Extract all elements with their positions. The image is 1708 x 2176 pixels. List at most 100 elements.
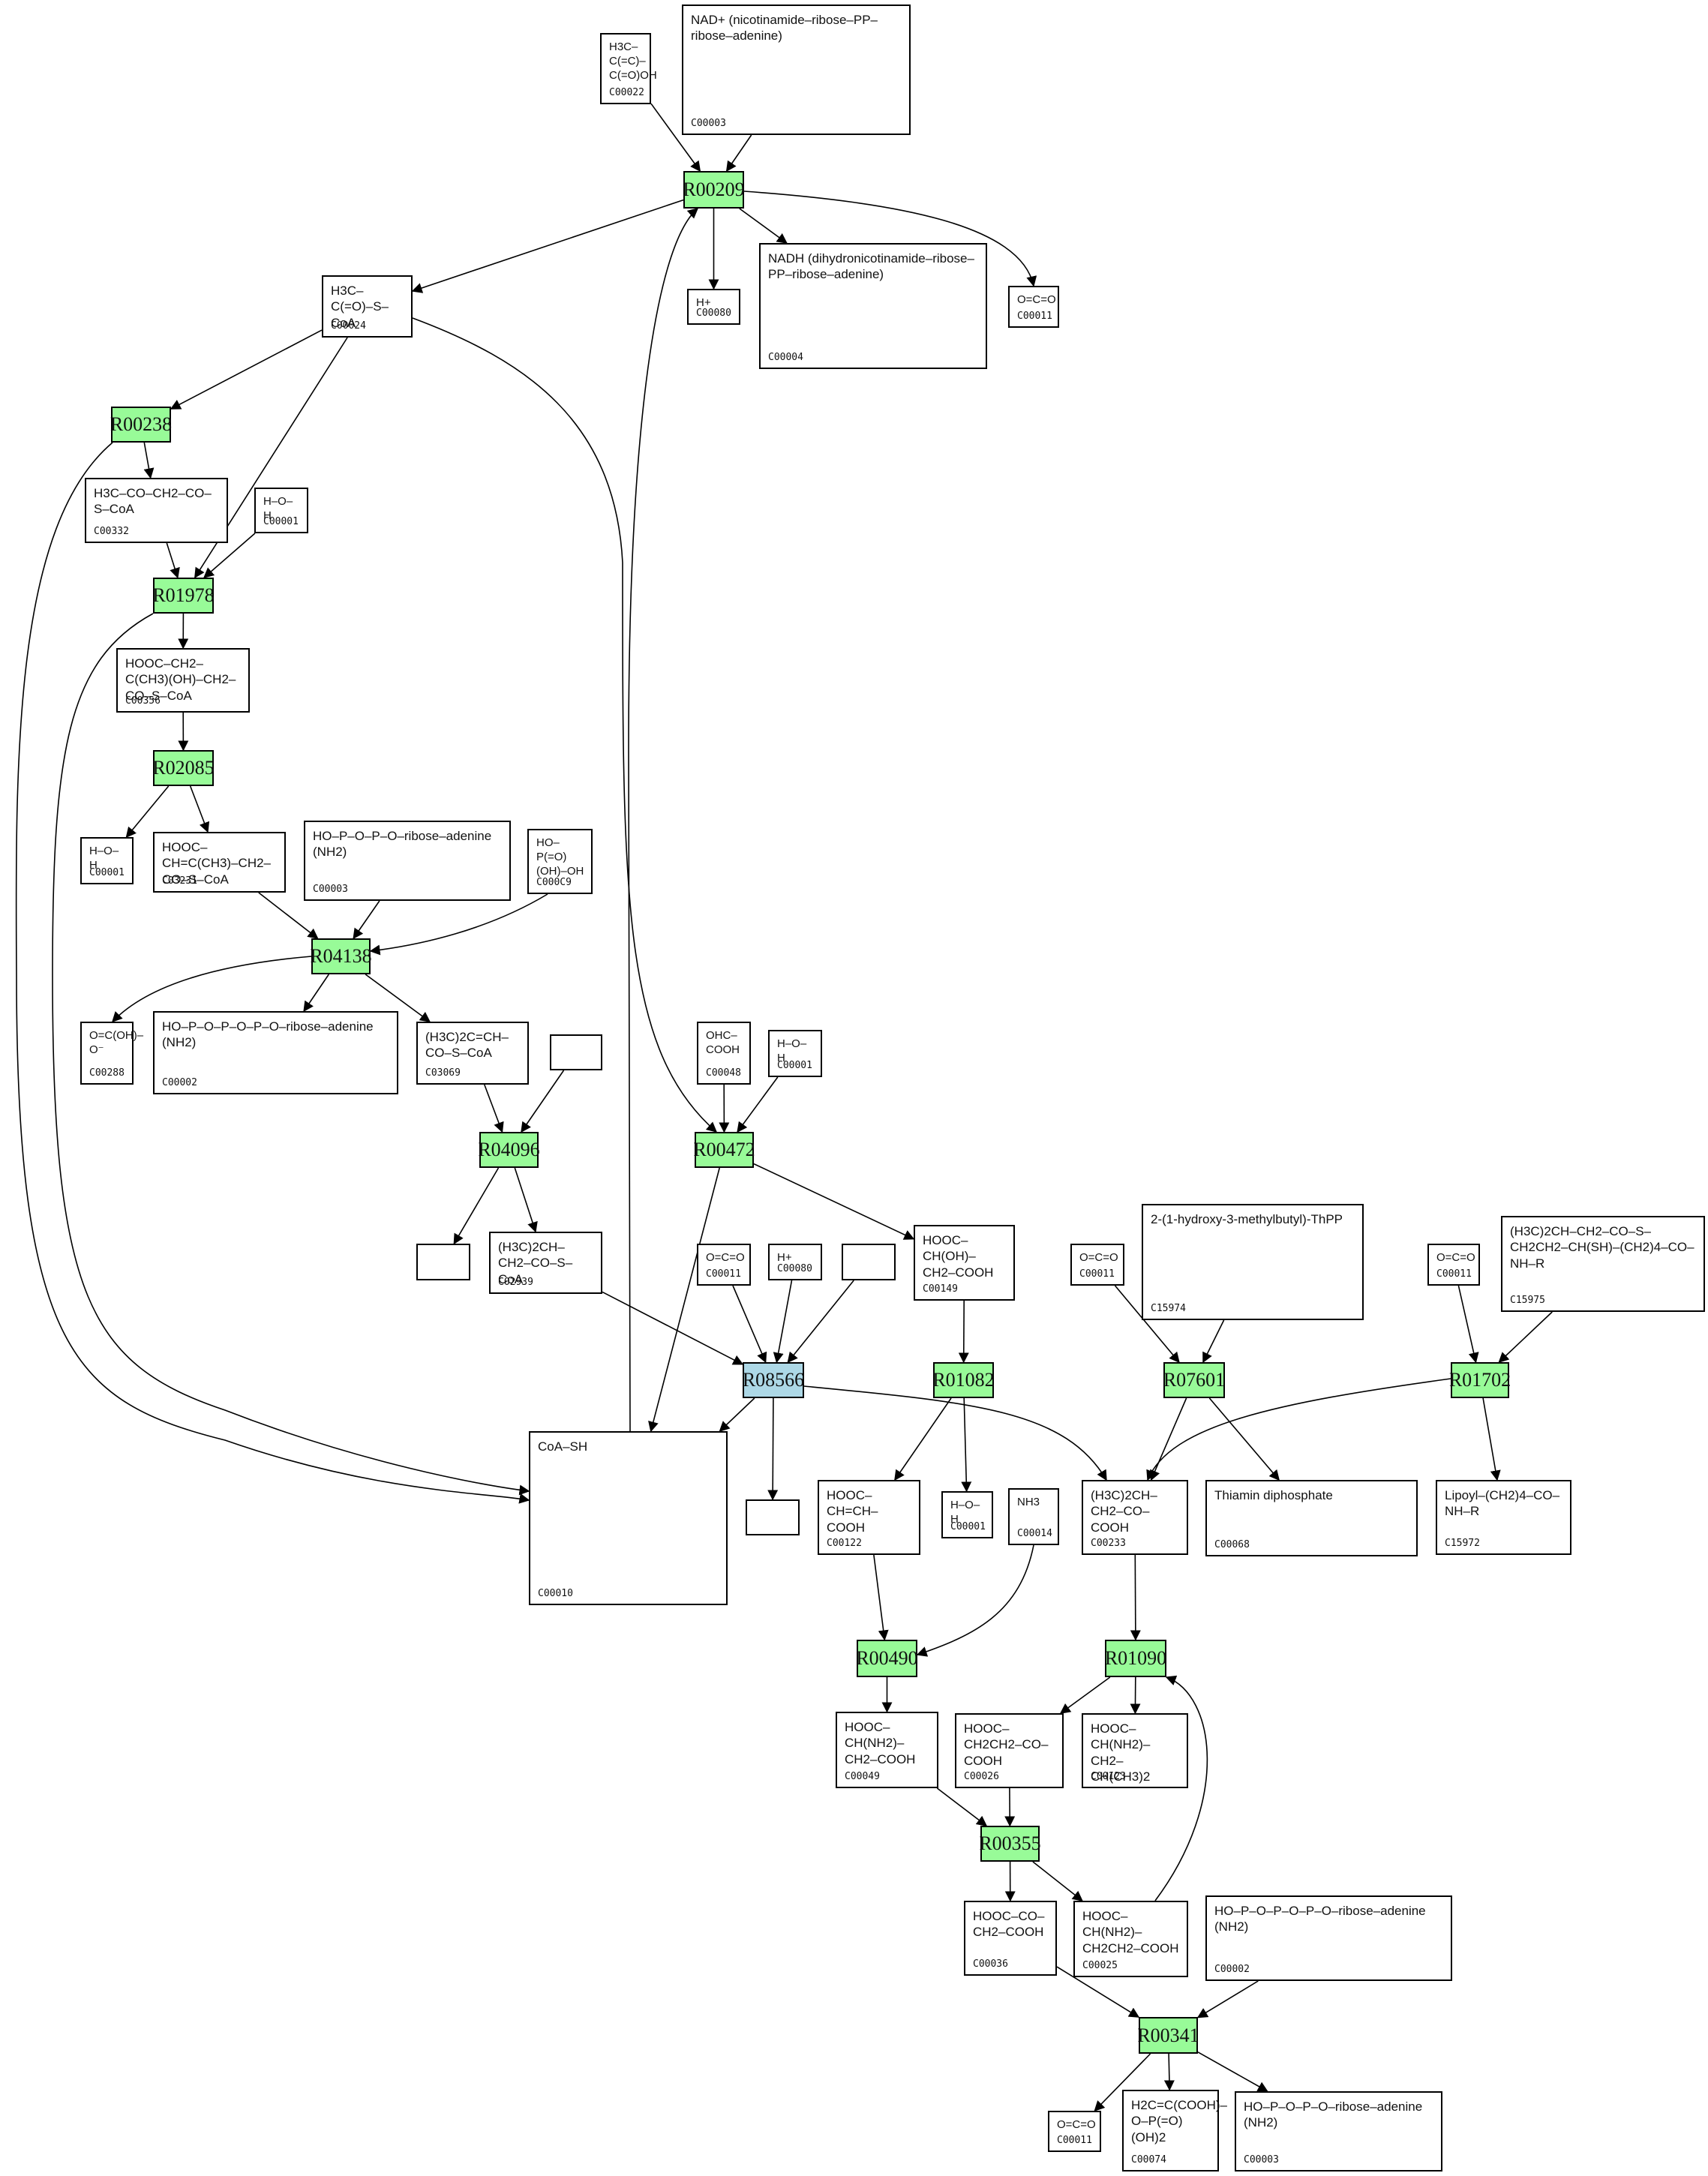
compound-node-c00002[interactable]: HO–P–O–P–O–P–O–ribose–adenine (NH2)C0000… (1205, 1895, 1452, 1981)
compound-node-c00004[interactable]: NADH (dihydronicotinamide–ribose–PP–ribo… (759, 243, 987, 369)
compound-node-empty[interactable] (842, 1244, 896, 1280)
edge-c233-to-R01090 (1130, 1554, 1141, 1641)
edge-R00238-to-c10 (15, 442, 530, 1504)
compound-node-empty[interactable] (550, 1034, 602, 1070)
compound-node-c00002[interactable]: HO–P–O–P–O–P–O–ribose–adenine (NH2)C0000… (153, 1011, 398, 1094)
edge-c2b-to-R00341 (1196, 1980, 1259, 2018)
compound-id-label: C02939 (498, 1277, 533, 1288)
structure-formula: NH3 (1017, 1496, 1040, 1508)
reaction-node-r00472[interactable]: R00472 (693, 1132, 755, 1168)
structure-formula: 2-(1-hydroxy-3-methylbutyl)-ThPP (1151, 1212, 1343, 1226)
compound-node-c00122[interactable]: HOOC–CH=CH–COOH C00122 (818, 1480, 920, 1555)
structure-formula: O=C=O (1079, 1251, 1118, 1264)
compound-id-label: C00001 (89, 867, 125, 878)
reaction-node-r02085[interactable]: R02085 (152, 750, 215, 786)
reaction-node-r00341[interactable]: R00341 (1137, 2017, 1199, 2054)
compound-node-c00288[interactable]: O=C(OH)–O⁻C00288 (80, 1022, 143, 1085)
reaction-node-r04096[interactable]: R04096 (478, 1132, 540, 1168)
compound-id-label: C00080 (777, 1263, 812, 1274)
reaction-node-r00238[interactable]: R00238 (110, 407, 172, 443)
compound-id-label: C00011 (1436, 1268, 1472, 1280)
edge-R04138-to-c288 (112, 956, 312, 1023)
reaction-node-r00355[interactable]: R00355 (979, 1826, 1041, 1862)
structure-formula: Lipoyl–(CH2)4–CO–NH–R (1445, 1488, 1560, 1519)
edge-c49-to-R00355 (936, 1787, 988, 1826)
compound-node-c00003[interactable]: HO–P–O–P–O–ribose–adenine (NH2)C00003 (1235, 2091, 1442, 2171)
edge-c3top-to-R00209 (725, 134, 752, 173)
structure-formula: (H3C)2CH–CH2–CO–COOH (1091, 1488, 1157, 1535)
compound-node-c00080[interactable]: H+C00080 (687, 289, 740, 325)
compound-node-c00080[interactable]: H+C00080 (768, 1244, 822, 1280)
reaction-node-r01082[interactable]: R01082 (932, 1362, 995, 1398)
reaction-node-r08566[interactable]: R08566 (743, 1362, 804, 1398)
structure-formula: HO–P–O–P–O–ribose–adenine (NH2) (313, 829, 492, 860)
edge-c14-to-R00490 (916, 1544, 1034, 1657)
compound-id-label: C00011 (1057, 2135, 1092, 2146)
reaction-node-r07601[interactable]: R07601 (1163, 1362, 1225, 1398)
edge-c2939-to-R08566 (602, 1291, 744, 1365)
structure-formula: HO–P–O–P–O–ribose–adenine (NH2) (1244, 2099, 1423, 2130)
compound-id-label: C00149 (923, 1283, 958, 1295)
compound-id-label: C00122 (827, 1538, 862, 1549)
compound-id-label: C00004 (768, 352, 803, 363)
edge-R01082-to-c122 (894, 1397, 952, 1481)
compound-id-label: C00014 (1017, 1528, 1052, 1539)
structure-formula: HOOC–CH2CH2–CO–COOH (964, 1721, 1049, 1768)
reaction-node-r00490[interactable]: R00490 (856, 1640, 918, 1677)
structure-formula: O=C=O (1436, 1251, 1475, 1264)
edge-R08566-to-c233 (803, 1385, 1107, 1481)
reaction-node-r01090[interactable]: R01090 (1105, 1640, 1166, 1677)
compound-node-empty[interactable] (416, 1244, 470, 1280)
compound-node-c00003[interactable]: HO–P–O–P–O–ribose–adenine (NH2)C00003 (304, 821, 511, 901)
compound-node-c00003[interactable]: NAD+ (nicotinamide–ribose–PP–ribose–aden… (682, 5, 911, 135)
structure-formula: HO–P–O–P–O–P–O–ribose–adenine (NH2) (1214, 1904, 1426, 1934)
edge-R01978-to-c10 (52, 613, 530, 1496)
compound-node-empty[interactable] (746, 1499, 800, 1535)
edge-R04096-to-c2939 (514, 1167, 538, 1233)
edge-c3069-to-R04096 (484, 1084, 504, 1133)
compound-node-c15975[interactable]: (H3C)2CH–CH2–CO–S–CH2CH2–CH(SH)–(CH2)4–C… (1501, 1216, 1705, 1312)
reaction-node-r04138[interactable]: R04138 (310, 938, 372, 974)
compound-node-c00011[interactable]: O=C=O C00011 (1427, 1244, 1480, 1286)
reaction-node-r01702[interactable]: R01702 (1449, 1362, 1511, 1398)
edge-R01090-to-c26 (1059, 1676, 1111, 1714)
reaction-node-r01978[interactable]: R01978 (152, 578, 215, 614)
compound-id-label: C00003 (691, 118, 726, 129)
reaction-node-r00209[interactable]: R00209 (683, 171, 745, 209)
compound-id-label: C03231 (162, 875, 197, 887)
structure-formula: NAD+ (nicotinamide–ribose–PP–ribose–aden… (691, 13, 878, 44)
structure-formula: HOOC–CH=CH–COOH (827, 1488, 878, 1535)
edge-c24-to-R00238 (170, 329, 323, 410)
